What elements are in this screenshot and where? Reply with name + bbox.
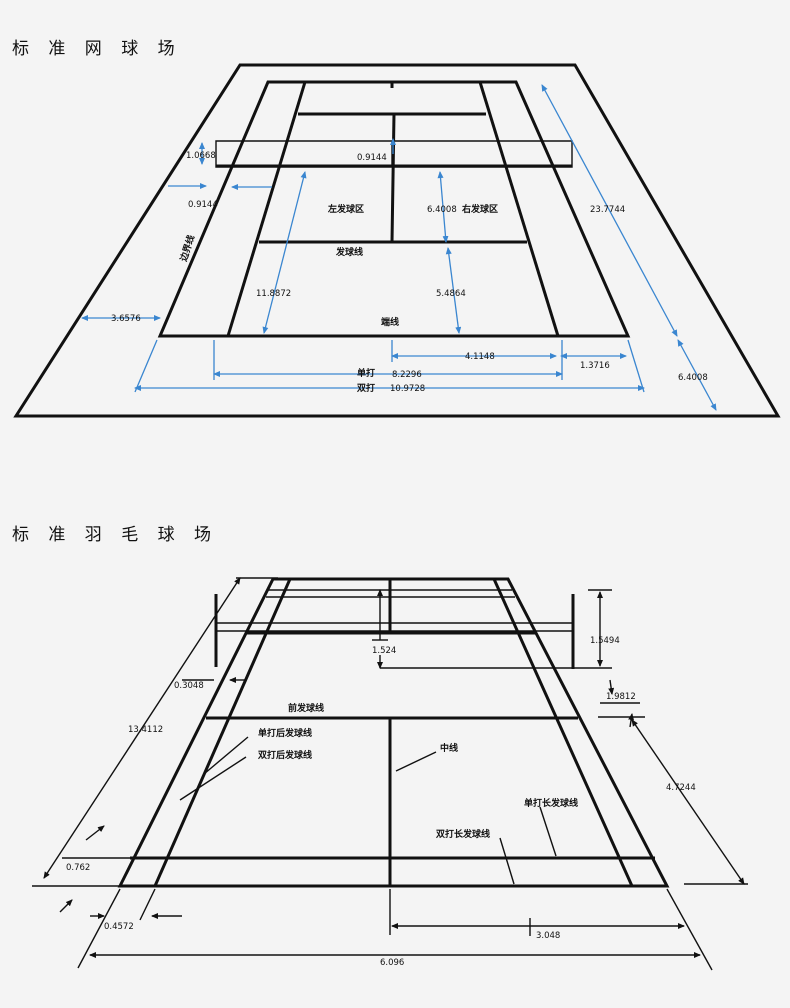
tennis-doubles-label: 双打 — [357, 382, 375, 394]
tennis-outer-area — [13, 63, 781, 418]
tennis-singles-label: 单打 — [357, 367, 375, 379]
badminton-title: 标 准 羽 毛 球 场 — [12, 525, 219, 545]
tennis-half-singles-label: 4.1148 — [465, 352, 495, 362]
tennis-baseline-to-service-label: 11.8872 — [256, 289, 291, 299]
badminton-net-depth-label: 1.524 — [372, 646, 396, 656]
tennis-service-line-label: 发球线 — [335, 246, 363, 258]
badminton-court — [117, 577, 670, 888]
tennis-labels: 1.0668 0.9144 0.9144 左发球区 6.4008 右发球区 23… — [111, 151, 708, 394]
badminton-doubles-back-label: 双打后发球线 — [258, 749, 312, 761]
badminton-side-gap-label: 0.4572 — [104, 922, 134, 932]
tennis-court — [13, 63, 781, 418]
badminton-long-dim-label: 4.7244 — [666, 783, 696, 793]
tennis-baseline-label: 端线 — [381, 316, 399, 328]
tennis-length-label: 23.7744 — [590, 205, 625, 215]
badminton-outer-court — [117, 577, 670, 888]
badminton-dimensions — [32, 577, 748, 971]
tennis-title: 标 准 网 球 场 — [12, 39, 182, 59]
badminton-singles-right — [492, 578, 634, 887]
badminton-singles-long-label: 单打长发球线 — [524, 797, 578, 809]
tennis-net-height-label: 1.0668 — [186, 151, 216, 161]
tennis-left-service-label: 左发球区 — [327, 203, 364, 215]
badminton-front-to-net-label: 1.9812 — [606, 692, 636, 702]
tennis-center-service-line — [390, 113, 396, 243]
badminton-full-width-label: 6.096 — [380, 958, 404, 968]
tennis-singles-width-label: 8.2296 — [392, 370, 422, 380]
tennis-right-service-label: 右发球区 — [461, 203, 498, 215]
badminton-doubles-long-label: 双打长发球线 — [436, 828, 490, 840]
tennis-service-to-baseline-label: 5.4864 — [436, 289, 466, 299]
badminton-half-width-label: 3.048 — [536, 931, 560, 941]
badminton-back-gap-label: 0.762 — [66, 863, 90, 873]
badminton-post-offset-label: 0.3048 — [174, 681, 204, 691]
badminton-labels: 1.524 1.5494 0.3048 1.9812 前发球线 13.4112 … — [66, 636, 696, 968]
tennis-doubles-width-label: 10.9728 — [390, 384, 425, 394]
tennis-dimensions — [81, 84, 717, 411]
tennis-net-center-label: 0.9144 — [357, 153, 387, 163]
tennis-post-label: 0.9144 — [188, 200, 218, 210]
badminton-singles-back-label: 单打后发球线 — [258, 727, 312, 739]
badminton-net-height-label: 1.5494 — [590, 636, 620, 646]
badminton-center-line-label: 中线 — [440, 742, 458, 754]
tennis-service-dim-label: 6.4008 — [427, 205, 457, 215]
tennis-side-margin-label: 3.6576 — [111, 314, 141, 324]
badminton-half-length-label: 13.4112 — [128, 725, 163, 735]
badminton-front-service-label: 前发球线 — [288, 702, 324, 714]
tennis-back-margin-label: 6.4008 — [678, 373, 708, 383]
tennis-alley-label: 1.3716 — [580, 361, 610, 371]
